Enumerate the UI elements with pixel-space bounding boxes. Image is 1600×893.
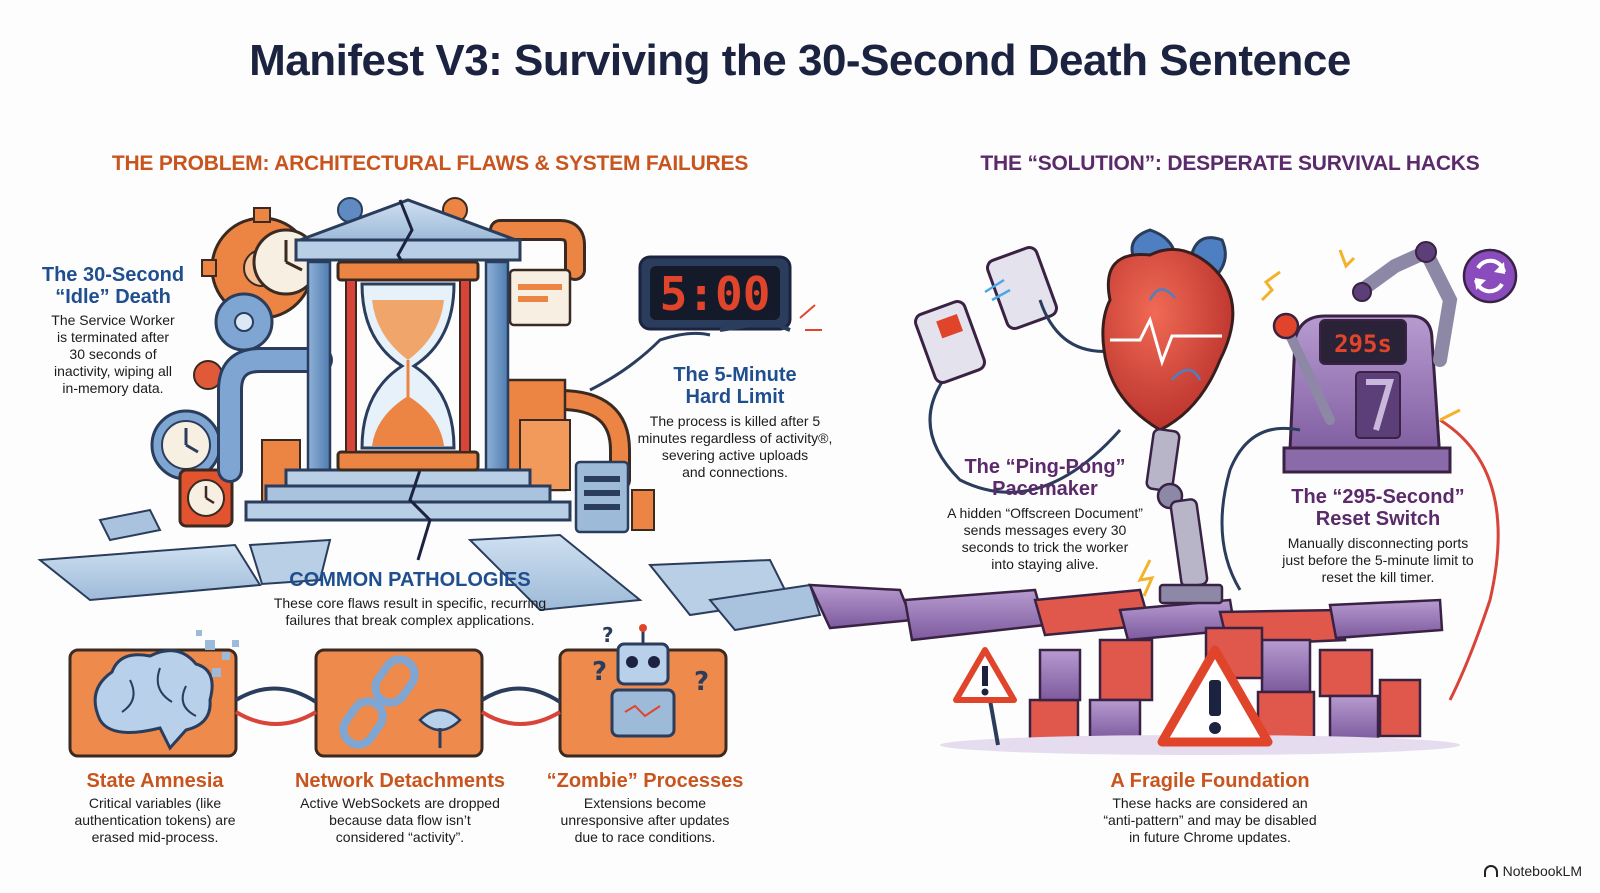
state-amnesia-panel	[68, 630, 239, 758]
caption-desc-line: because data flow isn’t	[329, 812, 471, 828]
caption-network-detachments: Network Detachments Active WebSockets ar…	[280, 770, 520, 846]
svg-text:?: ?	[694, 667, 709, 697]
callout-desc-line: inactivity, wiping all	[53, 363, 172, 379]
caption-desc-line: Active WebSockets are dropped	[300, 795, 500, 811]
caption-desc-line: unresponsive after updates	[560, 812, 730, 828]
clock-icon	[178, 468, 234, 528]
brain-icon	[93, 649, 214, 751]
reset-timer-digits: 295s	[1334, 330, 1392, 358]
robot-icon	[610, 624, 676, 738]
callout-pathologies: COMMON PATHOLOGIES These core flaws resu…	[220, 569, 600, 629]
caption-heading: A Fragile Foundation	[1110, 770, 1310, 792]
panel-wires	[234, 686, 562, 726]
callout-ping-pong: The “Ping-Pong” Pacemaker A hidden “Offs…	[935, 456, 1155, 573]
callout-desc-line: severing active uploads	[661, 447, 809, 463]
caption-desc-line: due to race conditions.	[574, 829, 716, 845]
caption-desc-line: “anti-pattern” and may be disabled	[1103, 812, 1317, 828]
broken-link-icon	[339, 655, 419, 749]
callout-desc-line: The Service Worker	[51, 312, 175, 328]
svg-text:?: ?	[602, 623, 614, 647]
section-heading-problem: THE PROBLEM: ARCHITECTURAL FLAWS & SYSTE…	[111, 152, 749, 175]
callout-heading: Reset Switch	[1315, 508, 1441, 530]
callout-desc-line: in-memory data.	[62, 380, 164, 396]
callout-reset-switch: The “295-Second” Reset Switch Manually d…	[1258, 486, 1498, 586]
callout-heading: Hard Limit	[685, 386, 785, 408]
caption-desc-line: authentication tokens) are	[74, 812, 236, 828]
satellite-dish-icon	[418, 708, 462, 748]
section-heading-solution: THE “SOLUTION”: DESPERATE SURVIVAL HACKS	[980, 152, 1480, 175]
temple-icon	[244, 198, 572, 561]
callout-desc-line: failures that break complex applications…	[285, 612, 535, 628]
robotic-arm-icon	[1352, 241, 1458, 367]
brand-watermark: NotebookLM	[1483, 863, 1582, 879]
callout-desc-line: is terminated after	[56, 329, 170, 345]
digital-timer-icon: 5:00	[589, 255, 822, 392]
brand-label: NotebookLM	[1502, 863, 1582, 879]
callout-idle-death: The 30-Second “Idle” Death The Service W…	[20, 264, 206, 397]
broken-ground-slabs	[37, 508, 822, 632]
pipes	[217, 219, 631, 491]
zombie-processes-panel: ? ? ?	[558, 623, 728, 758]
caption-desc-line: considered “activity”.	[335, 829, 465, 845]
clock-icon	[150, 409, 222, 481]
callout-heading: The “Ping-Pong”	[964, 456, 1126, 478]
notebooklm-logo-icon	[1483, 865, 1498, 877]
network-detachments-panel	[314, 648, 484, 758]
callout-heading: The “295-Second”	[1291, 486, 1465, 508]
callout-desc-line: The process is killed after 5	[649, 413, 821, 429]
callout-desc-line: Manually disconnecting ports	[1287, 535, 1469, 551]
callout-desc-line: sends messages every 30	[963, 522, 1127, 538]
plug-icon	[914, 246, 1122, 494]
callout-desc-line: minutes regardless of activity®,	[637, 430, 833, 446]
warning-sign-icon	[1157, 645, 1273, 747]
timer-digits: 5:00	[660, 267, 771, 321]
caption-zombie-processes: “Zombie” Processes Extensions become unr…	[530, 770, 760, 846]
broken-bridge-icon	[807, 583, 1444, 647]
heart-icon	[1101, 228, 1235, 432]
callout-desc-line: just before the 5-minute limit to	[1282, 552, 1474, 568]
gear-icon	[193, 197, 468, 390]
callout-desc-line: A hidden “Offscreen Document”	[947, 505, 1143, 521]
caption-desc-line: Extensions become	[583, 795, 707, 811]
gear-icon	[214, 292, 274, 352]
callout-desc-line: reset the kill timer.	[1321, 569, 1435, 585]
refresh-icon	[1462, 248, 1518, 304]
caption-heading: State Amnesia	[86, 770, 224, 792]
callout-heading: “Idle” Death	[55, 286, 171, 308]
callout-desc-line: seconds to trick the worker	[961, 539, 1129, 555]
hourglass-icon	[336, 260, 480, 472]
callout-heading: The 30-Second	[41, 264, 185, 286]
callout-desc-line: 30 seconds of	[69, 346, 157, 362]
caption-state-amnesia: State Amnesia Critical variables (like a…	[40, 770, 270, 846]
spark-marks	[1137, 249, 1461, 597]
caption-desc-line: Critical variables (like	[88, 795, 222, 811]
callout-hard-limit: The 5-Minute Hard Limit The process is k…	[612, 364, 858, 481]
warning-sign-icon	[953, 647, 1017, 746]
caption-heading: “Zombie” Processes	[546, 770, 744, 792]
callout-desc-line: These core flaws result in specific, rec…	[273, 595, 547, 611]
caption-fragile-foundation: A Fragile Foundation These hacks are con…	[1070, 770, 1350, 846]
page-title: Manifest V3: Surviving the 30-Second Dea…	[249, 36, 1351, 85]
callout-desc-line: and connections.	[682, 464, 788, 480]
caption-heading: Network Detachments	[294, 770, 506, 792]
caption-desc-line: in future Chrome updates.	[1129, 829, 1291, 845]
callout-heading: The 5-Minute	[673, 364, 797, 386]
svg-text:?: ?	[592, 657, 607, 687]
robotic-arm-icon	[1145, 428, 1224, 605]
lever-switch-icon: 295s	[1220, 312, 1500, 701]
callout-desc-line: into staying alive.	[991, 556, 1099, 572]
callout-heading: COMMON PATHOLOGIES	[289, 569, 531, 591]
callout-heading: Pacemaker	[992, 478, 1098, 500]
caption-desc-line: erased mid-process.	[91, 829, 219, 845]
caption-desc-line: These hacks are considered an	[1112, 795, 1308, 811]
